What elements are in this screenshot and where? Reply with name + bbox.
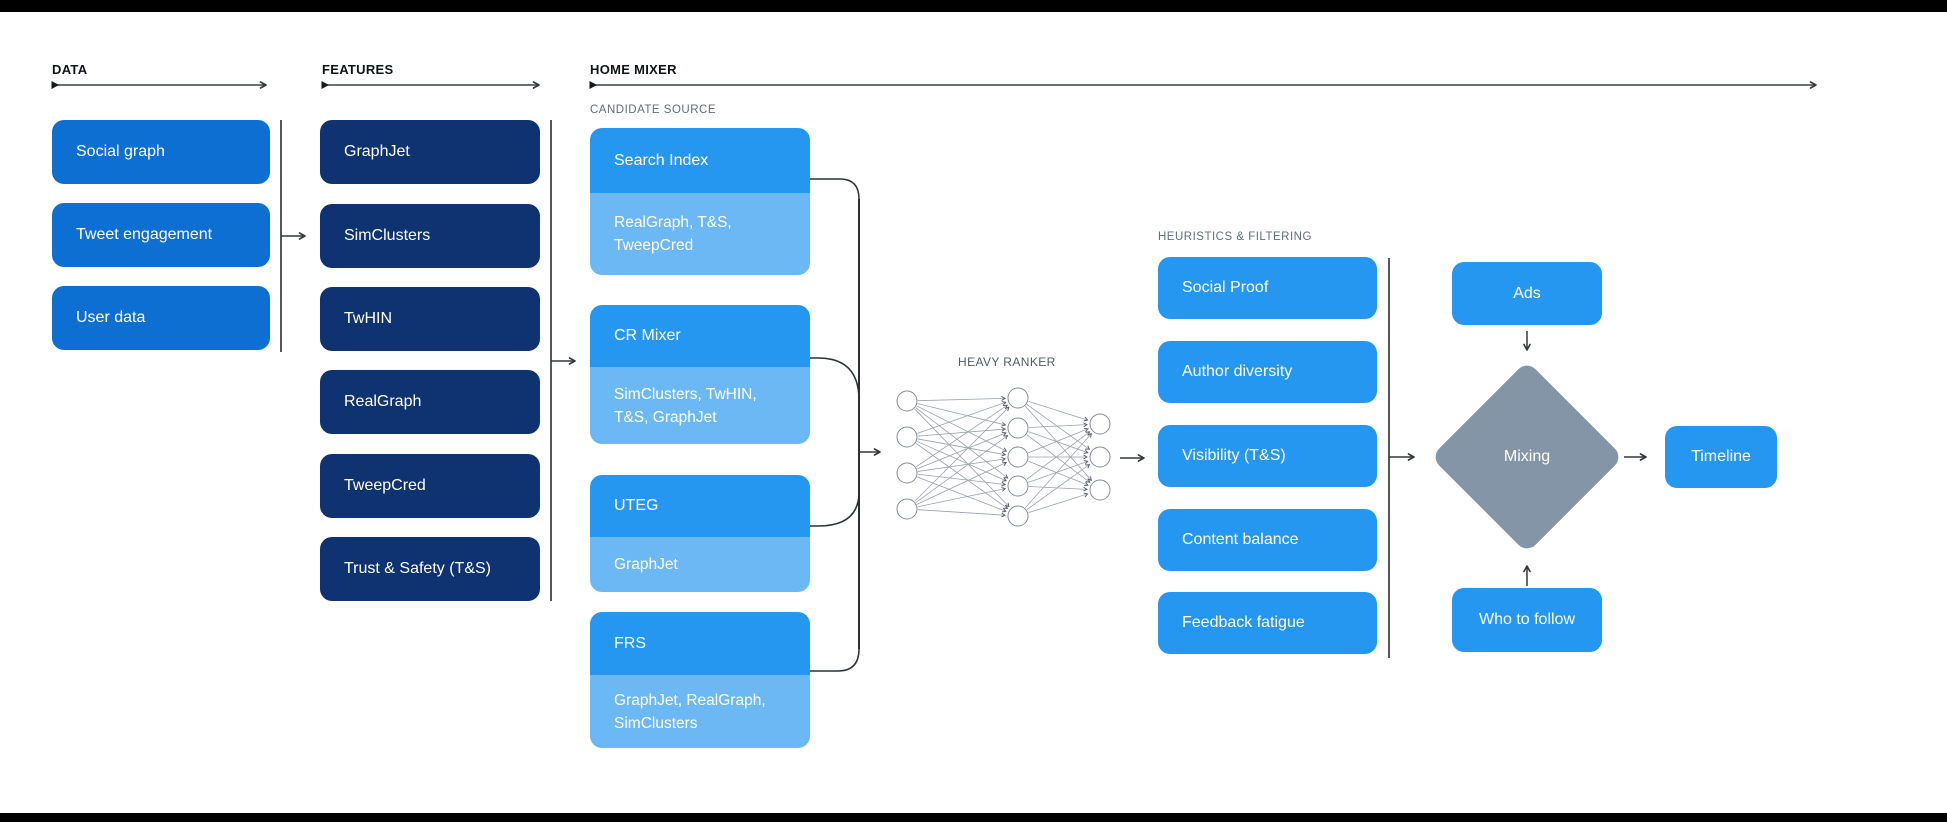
heuristic-box-visibility: Visibility (T&S) [1158,425,1377,487]
connector-cr-mixer [810,357,860,401]
heuristic-box-author-diversity: Author diversity [1158,341,1377,403]
ads-box: Ads [1452,262,1602,325]
candidate-box-cr-mixer: CR Mixer SimClusters, TwHIN, T&S, GraphJ… [590,305,810,444]
candidate-box-subtitle: RealGraph, T&S, TweepCred [590,193,810,275]
candidate-box-subtitle: GraphJet, RealGraph, SimClusters [590,675,810,748]
feature-box-graphjet: GraphJet [320,120,540,184]
candidate-box-subtitle: SimClusters, TwHIN, T&S, GraphJet [590,367,810,444]
section-label-features: FEATURES [322,62,394,77]
candidate-box-title: Search Index [590,128,810,193]
section-label-data: DATA [52,62,88,77]
data-box-user-data: User data [52,286,270,350]
candidate-box-title: UTEG [590,475,810,537]
neural-network [896,387,1111,527]
feature-box-twhin: TwHIN [320,287,540,351]
feature-box-trust-safety: Trust & Safety (T&S) [320,537,540,601]
group-label-candidate-source: CANDIDATE SOURCE [590,104,716,116]
who-to-follow-box: Who to follow [1452,588,1602,652]
feature-box-tweepcred: TweepCred [320,454,540,518]
heuristic-box-content-balance: Content balance [1158,509,1377,571]
feature-box-simclusters: SimClusters [320,204,540,268]
candidate-box-title: FRS [590,612,810,675]
feature-box-realgraph: RealGraph [320,370,540,434]
connector-uteg [810,491,860,527]
letterbox-bottom [0,813,1947,822]
letterbox-top [0,0,1947,12]
connector-search-index [810,178,860,200]
group-label-heuristics-filtering: HEURISTICS & FILTERING [1158,231,1312,243]
heuristic-box-feedback-fatigue: Feedback fatigue [1158,592,1377,654]
section-label-home-mixer: HOME MIXER [590,62,677,77]
data-box-social-graph: Social graph [52,120,270,184]
timeline-box: Timeline [1665,426,1777,488]
mixing-diamond [1435,365,1619,549]
group-label-heavy-ranker: HEAVY RANKER [958,355,1056,369]
candidate-box-uteg: UTEG GraphJet [590,475,810,592]
connector-frs [810,648,860,672]
data-box-tweet-engagement: Tweet engagement [52,203,270,267]
candidate-box-search-index: Search Index RealGraph, T&S, TweepCred [590,128,810,275]
candidate-box-subtitle: GraphJet [590,537,810,592]
heuristic-box-social-proof: Social Proof [1158,257,1377,319]
candidate-box-frs: FRS GraphJet, RealGraph, SimClusters [590,612,810,748]
mixing-diamond-label: Mixing [1503,448,1551,465]
candidate-box-title: CR Mixer [590,305,810,367]
